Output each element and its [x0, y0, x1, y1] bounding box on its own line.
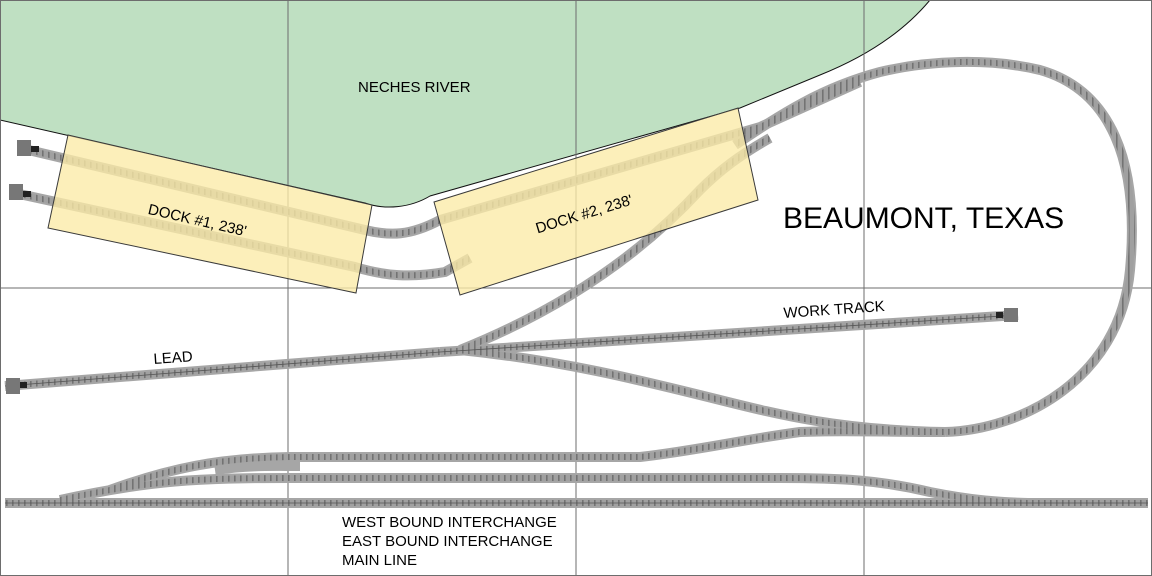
- dock-1-platform: [47, 134, 373, 294]
- dock-2-platform: [433, 107, 759, 296]
- lead-label: LEAD: [152, 348, 194, 368]
- layout-title: BEAUMONT, TEXAS: [783, 202, 1065, 235]
- track-end-bumpers: [6, 140, 1018, 394]
- river-water: [0, 0, 931, 208]
- east-bound-interchange-label: EAST BOUND INTERCHANGE: [342, 533, 553, 550]
- balloon-loop-track: [732, 56, 1137, 437]
- river-label: NECHES RIVER: [358, 79, 471, 96]
- interchange-crossover-track: [214, 460, 301, 475]
- main-line-label: MAIN LINE: [342, 552, 418, 569]
- west-bound-interchange-label: WEST BOUND INTERCHANGE: [342, 514, 557, 531]
